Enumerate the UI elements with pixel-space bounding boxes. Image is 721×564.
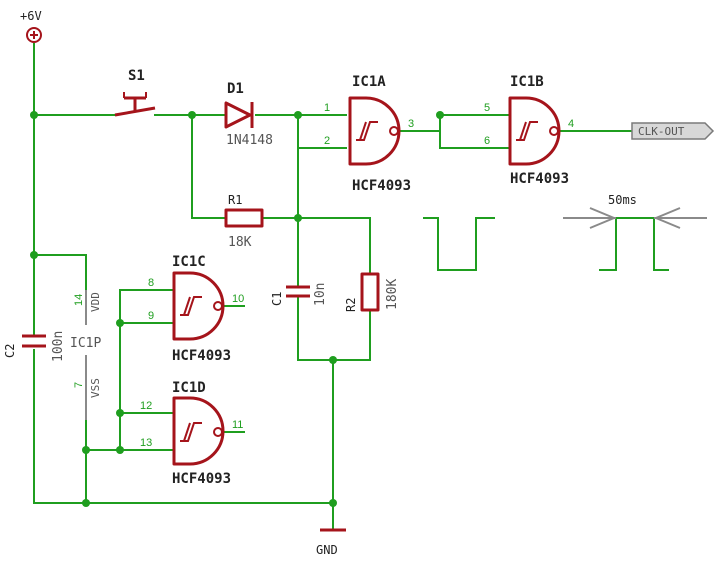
ic1c-type: HCF4093 <box>172 348 231 364</box>
vss-pin: 7 <box>73 382 85 388</box>
ic1d-name: IC1D <box>172 380 206 396</box>
ic1a-name: IC1A <box>352 74 386 90</box>
capacitor-c2: C2 100n <box>3 331 66 362</box>
r1-value: 18K <box>228 235 252 250</box>
ic1c-pin-8: 8 <box>148 277 154 289</box>
gate-ic1b: 5 6 4 IC1B HCF4093 <box>484 74 574 187</box>
diode-name: D1 <box>227 81 244 97</box>
wires <box>33 43 633 531</box>
timing-waveform: 50ms <box>423 193 707 271</box>
gnd-label: GND <box>316 543 338 557</box>
switch-s1: S1 <box>114 68 156 117</box>
c2-value: 100n <box>51 331 66 362</box>
gate-ic1a: 1 2 3 IC1A HCF4093 <box>324 74 414 194</box>
vss-label: VSS <box>89 378 102 398</box>
ic1a-pin-2: 2 <box>324 135 330 147</box>
vcc-label: +6V <box>20 9 42 23</box>
diode-d1: D1 1N4148 <box>224 81 273 148</box>
vdd-pin: 14 <box>73 294 85 306</box>
c2-name: C2 <box>3 344 17 358</box>
ic1c-name: IC1C <box>172 254 206 270</box>
ic1b-pin-4: 4 <box>568 118 574 130</box>
vcc-symbol: +6V <box>20 9 42 43</box>
ic1d-pin-12: 12 <box>140 400 152 412</box>
ic1b-name: IC1B <box>510 74 544 90</box>
resistor-r2: R2 180K <box>344 272 400 312</box>
ic1c-pin-9: 9 <box>148 310 154 322</box>
diode-value: 1N4148 <box>226 133 273 148</box>
ic1d-pin-13: 13 <box>140 437 152 449</box>
ic1b-pin-5: 5 <box>484 102 490 114</box>
r2-value: 180K <box>385 279 400 310</box>
ic1p-power-block: 14 VDD IC1P 7 VSS <box>70 290 102 420</box>
ic1b-pin-6: 6 <box>484 135 490 147</box>
gate-ic1d: 12 13 11 IC1D HCF4093 <box>140 380 243 487</box>
vdd-label: VDD <box>89 292 102 312</box>
ic1p-name: IC1P <box>70 336 101 351</box>
timing-label: 50ms <box>608 193 637 207</box>
ic1d-pin-11: 11 <box>232 419 243 431</box>
ic1b-type: HCF4093 <box>510 171 569 187</box>
r2-name: R2 <box>344 298 358 312</box>
capacitor-c1: C1 10n <box>270 279 328 306</box>
ic1a-type: HCF4093 <box>352 178 411 194</box>
gnd-symbol: GND <box>316 528 346 557</box>
r1-name: R1 <box>228 193 242 207</box>
ic1a-pin-3: 3 <box>408 118 414 130</box>
ic1a-pin-1: 1 <box>324 102 330 114</box>
junctions <box>30 111 444 507</box>
resistor-r1: R1 18K <box>224 193 264 250</box>
gate-ic1c: 8 9 10 IC1C HCF4093 <box>148 254 244 364</box>
clk-out-flag: CLK-OUT <box>631 122 715 140</box>
c1-name: C1 <box>270 292 284 306</box>
switch-label: S1 <box>128 68 145 84</box>
c1-value: 10n <box>313 283 328 306</box>
clk-out-label: CLK-OUT <box>638 125 685 138</box>
ic1c-pin-10: 10 <box>232 293 244 305</box>
ic1d-type: HCF4093 <box>172 471 231 487</box>
